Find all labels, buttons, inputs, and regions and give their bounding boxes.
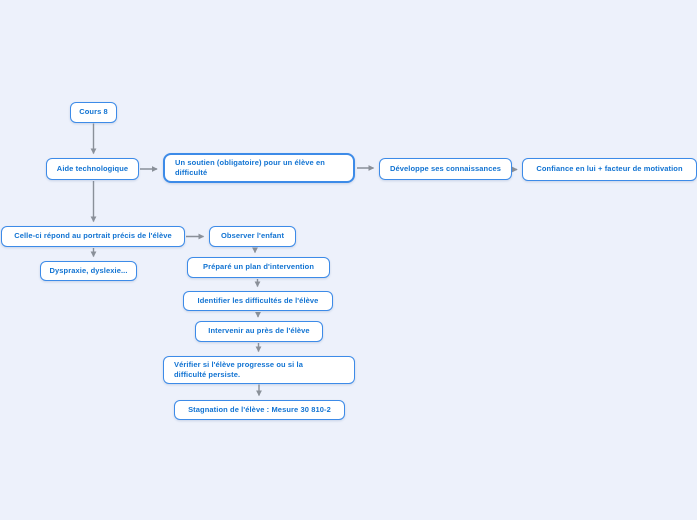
node-confiance-motivation[interactable]: Confiance en lui + facteur de motivation — [522, 158, 697, 181]
node-stagnation-mesure[interactable]: Stagnation de l'élève : Mesure 30 810-2 — [174, 400, 345, 420]
node-celle-ci-portrait-eleve[interactable]: Celle-ci répond au portrait précis de l'… — [1, 226, 185, 247]
node-aide-technologique[interactable]: Aide technologique — [46, 158, 139, 180]
node-un-soutien-obligatoire[interactable]: Un soutien (obligatoire) pour un élève e… — [163, 153, 355, 183]
node-verifier-progres[interactable]: Vérifier si l'élève progresse ou si la d… — [163, 356, 355, 384]
node-dyspraxie-dyslexie[interactable]: Dyspraxie, dyslexie... — [40, 261, 137, 281]
node-prepare-plan-intervention[interactable]: Préparé un plan d'intervention — [187, 257, 330, 278]
node-cours-8[interactable]: Cours 8 — [70, 102, 117, 123]
node-observer-enfant[interactable]: Observer l'enfant — [209, 226, 296, 247]
node-intervenir-aupres-eleve[interactable]: Intervenir au près de l'élève — [195, 321, 323, 342]
node-developpe-connaissances[interactable]: Développe ses connaissances — [379, 158, 512, 180]
node-identifier-difficultes[interactable]: Identifier les difficultés de l'élève — [183, 291, 333, 311]
